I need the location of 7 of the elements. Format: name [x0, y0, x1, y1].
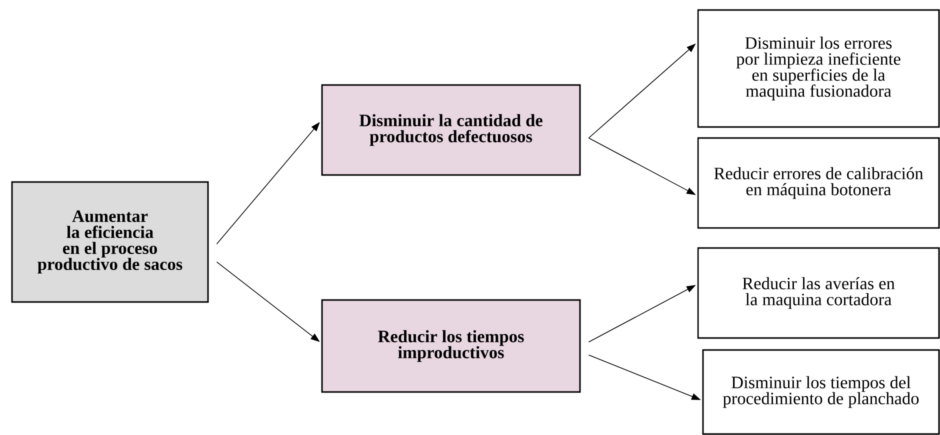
action-box: Reducir errores de calibración en máquina botonera: [697, 137, 940, 229]
objective-box: Reducir los tiempos improductivos: [321, 299, 581, 393]
objective-box: Disminuir la cantidad de productos defectuosos: [321, 84, 581, 176]
action-box: Reducir las averías en la maquina cortadora: [697, 247, 940, 339]
goal-box: Aumentar la eficiencia en el proceso productivo de sacos: [11, 181, 209, 303]
action-box: Disminuir los tiempos del procedimiento de planchado: [702, 349, 940, 435]
action-box: Disminuir los errores por limpieza ineficiente en superficies de la maquina fusionadora: [697, 9, 940, 128]
